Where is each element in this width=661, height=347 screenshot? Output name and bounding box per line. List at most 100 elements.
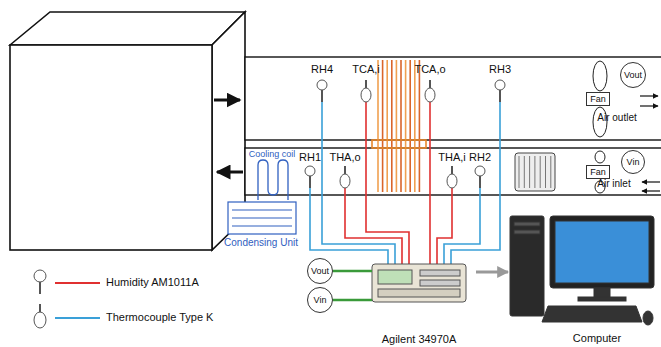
room-box (10, 12, 245, 250)
data-logger (372, 264, 466, 302)
sensor-icon (429, 80, 431, 88)
node-text: Fan (590, 167, 606, 177)
data-logger (378, 289, 460, 297)
device-figure: Computer (505, 212, 659, 345)
sensor-wire (310, 188, 388, 264)
sensor-icon (317, 80, 327, 90)
heat-pipe-bundle (377, 60, 379, 192)
computer (555, 221, 649, 283)
sensor-wire (310, 102, 500, 264)
sensor-icon (447, 174, 457, 188)
sensor-wire (345, 188, 402, 264)
heater-coil (529, 156, 530, 188)
flow-arrow (642, 181, 660, 182)
computer (510, 216, 544, 316)
node-text: Vout (624, 70, 642, 80)
sensor-icon (425, 88, 435, 102)
sensor-icon (495, 80, 505, 90)
sensor-wire (322, 102, 395, 264)
room-box (10, 45, 212, 250)
separator-band (372, 140, 426, 148)
sensor-icon (365, 80, 367, 88)
heat-pipe-bundle (396, 60, 398, 192)
condensing-unit (232, 225, 292, 226)
part-label: THA,o (329, 151, 360, 164)
heat-pipe-bundle (378, 60, 419, 192)
part-label: Air outlet (597, 112, 636, 124)
sensor-wire (451, 102, 500, 264)
part-label: THA,i (438, 151, 466, 164)
heat-pipe-bundle (391, 60, 393, 192)
computer (550, 216, 654, 288)
data-logger (420, 270, 460, 276)
sensor-icon (321, 90, 323, 102)
computer (643, 311, 653, 325)
part-label: RH2 (469, 151, 491, 164)
sensor-icon (305, 166, 315, 176)
heat-pipe-bundle (419, 60, 421, 192)
legend-text: Humidity AM1011A (106, 276, 199, 288)
sensor-wire (444, 188, 480, 264)
sensor-icon (451, 166, 453, 174)
node-text: Fan (590, 94, 606, 104)
room-box (10, 12, 245, 45)
fan-box: Fan (586, 165, 610, 179)
node-text: Vin (314, 295, 327, 305)
part-label: RH1 (299, 151, 321, 164)
part-label: RH3 (489, 63, 511, 76)
fan-box: Fan (586, 92, 610, 106)
flow-arrow (640, 95, 658, 96)
legend-sample (34, 312, 46, 328)
heater-coil (540, 156, 541, 188)
node-text: Vout (311, 266, 329, 276)
data-logger (378, 270, 412, 284)
part-label: TCA,o (414, 63, 445, 76)
legend-text: Thermocouple Type K (106, 311, 213, 323)
connector (333, 299, 372, 302)
node-text: Agilent 34970A (362, 333, 476, 346)
condensing-unit (228, 202, 296, 234)
cooling-coil (258, 160, 288, 200)
computer (514, 222, 540, 226)
part-label: RH4 (311, 63, 333, 76)
heater-coil (550, 156, 551, 188)
connector (333, 270, 372, 273)
heat-pipe-bundle (386, 60, 388, 192)
computer (510, 216, 654, 325)
legend-sample (55, 282, 100, 284)
sensor-icon (361, 88, 371, 102)
voltage-circle: Vout (620, 62, 646, 88)
heater-coil (519, 156, 520, 188)
node-text: Computer (535, 332, 659, 345)
condensing-unit (232, 217, 292, 218)
legend-sample (34, 270, 46, 282)
condensing-unit (228, 202, 296, 234)
data-logger (372, 264, 466, 302)
computer (514, 230, 540, 234)
sensor-wire (429, 102, 431, 264)
connector (476, 271, 508, 274)
sensor-icon (305, 80, 505, 188)
part-label: TCA,i (352, 63, 380, 76)
node-text: Vin (627, 157, 640, 167)
heater-coil (534, 156, 535, 188)
duct (245, 148, 661, 195)
part-label: Cooling coil (249, 149, 296, 159)
part-label: Air inlet (597, 178, 630, 190)
heat-pipe-bundle (382, 60, 384, 192)
sensor-icon (475, 166, 485, 176)
sensor-icon (344, 166, 346, 174)
computer (578, 297, 626, 301)
heat-pipe-bundle (405, 60, 407, 192)
cooling-coil (258, 160, 288, 200)
heater-coil (524, 156, 525, 188)
heater-coil (515, 153, 555, 191)
heat-pipe-bundle (414, 60, 416, 192)
legend-sample (55, 317, 100, 319)
heat-pipe-bundle (409, 60, 411, 192)
heater-coil (545, 156, 546, 188)
flow-arrow (640, 105, 658, 106)
fan-blade (593, 61, 607, 91)
sensor-icon (479, 176, 481, 188)
